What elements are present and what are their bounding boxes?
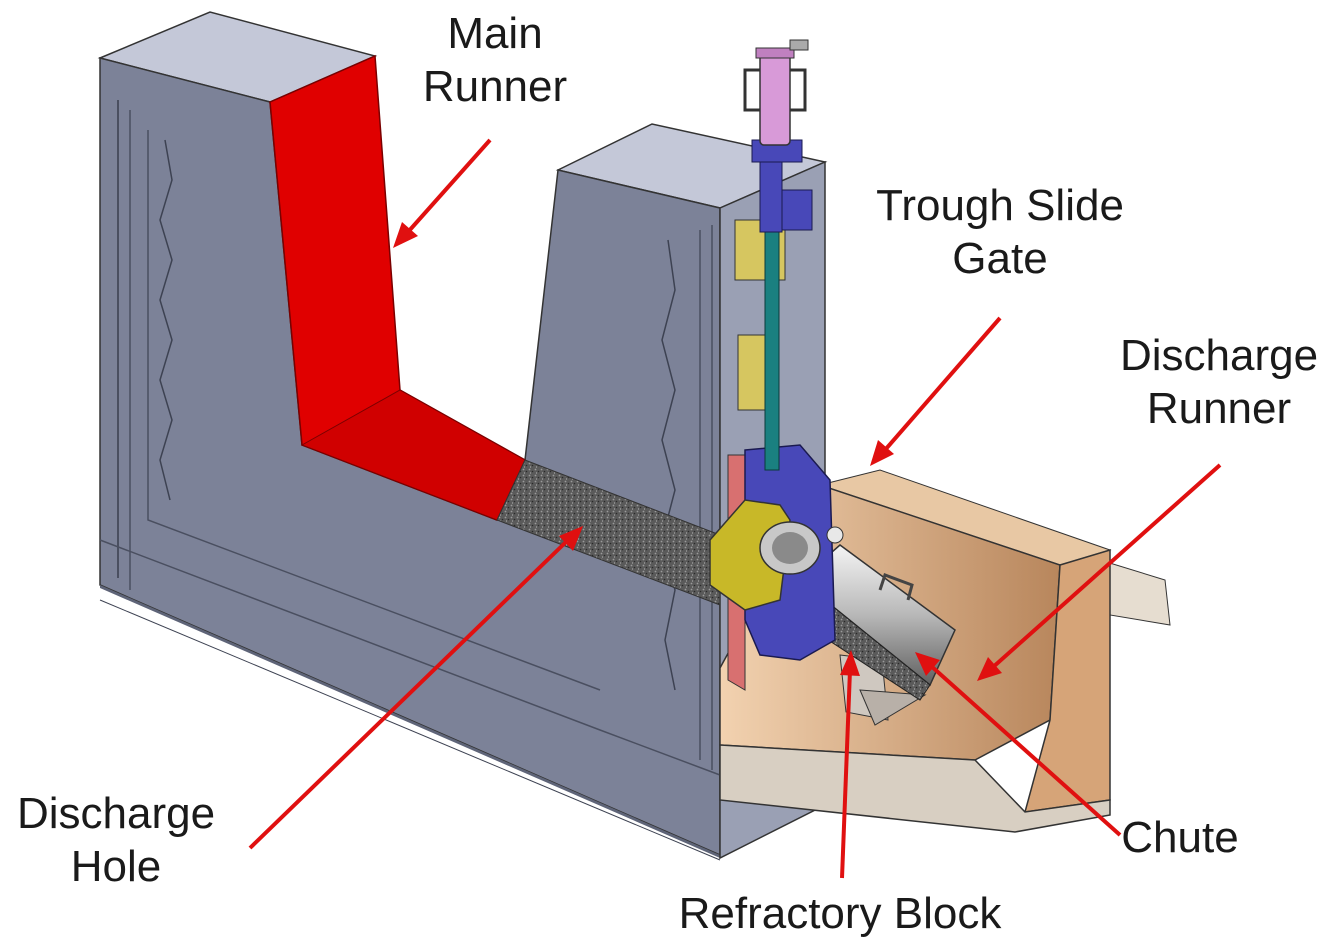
label-discharge-hole-line2: Hole <box>70 841 162 891</box>
label-trough-slide-gate-line1: Trough Slide <box>876 181 1124 230</box>
label-main-runner-line2: Runner <box>422 61 568 111</box>
callout-arrows <box>248 138 1222 879</box>
arrow-refractory-block <box>840 650 860 879</box>
label-discharge-runner-line1: Discharge <box>1119 331 1319 380</box>
label-main-runner-line1: Main <box>447 9 543 58</box>
arrow-chute <box>915 652 1122 837</box>
label-discharge-runner-line2: Runner <box>1146 383 1292 433</box>
arrow-discharge-runner <box>977 463 1222 681</box>
label-refractory-block: Refractory Block <box>675 888 1005 941</box>
label-chute-text: Chute <box>1121 813 1239 862</box>
label-discharge-hole-line1: Discharge <box>16 789 216 838</box>
arrow-discharge-hole <box>248 526 583 850</box>
trough-slide-gate <box>709 39 844 691</box>
arrow-trough-slide-gate <box>870 316 1002 466</box>
label-discharge-runner: Discharge Runner <box>1108 330 1330 436</box>
label-trough-slide-gate: Trough Slide Gate <box>855 180 1145 286</box>
label-refractory-block-text: Refractory Block <box>678 889 1002 938</box>
label-discharge-hole: Discharge Hole <box>5 788 227 894</box>
label-trough-slide-gate-line2: Gate <box>952 233 1048 283</box>
label-chute: Chute <box>1115 812 1245 865</box>
label-main-runner: Main Runner <box>410 8 580 114</box>
arrow-main-runner <box>393 138 492 248</box>
